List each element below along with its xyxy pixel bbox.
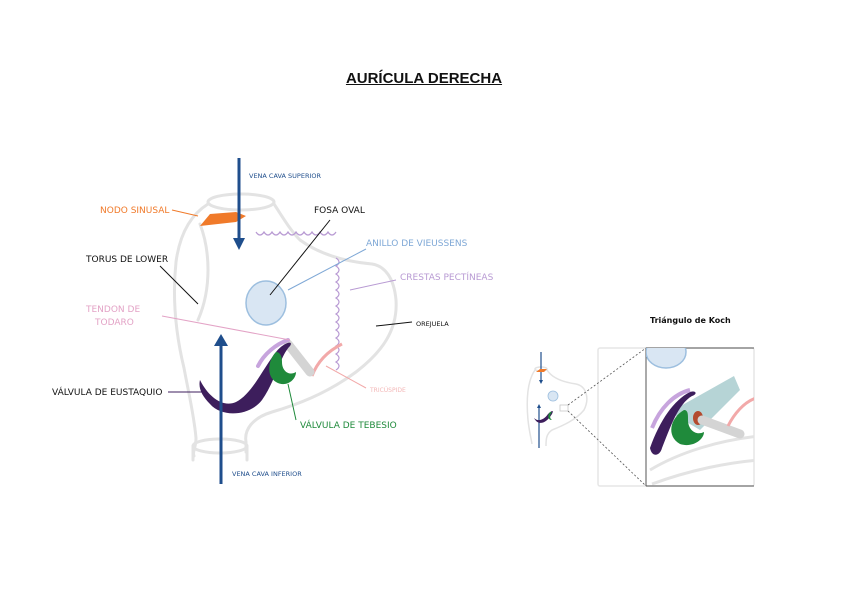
atrium-outline bbox=[172, 192, 398, 462]
leader-lines bbox=[159, 209, 413, 421]
label-tricuspide: TRICÚSPIDE bbox=[369, 387, 406, 394]
label-torus-lower: TORUS DE LOWER bbox=[85, 255, 168, 265]
vena-cava-inferior-arrow bbox=[214, 334, 228, 484]
label-anillo-vieussens: ANILLO DE VIEUSSENS bbox=[366, 239, 468, 249]
label-tendon-todaro-line2: TODARO bbox=[94, 318, 134, 328]
zoom-connectors bbox=[567, 347, 647, 487]
label-crestas-pectineas: CRESTAS PECTÍNEAS bbox=[400, 271, 494, 283]
tendon-todaro-shape bbox=[283, 339, 315, 377]
label-nodo-sinusal: NODO SINUSAL bbox=[100, 206, 169, 216]
label-vena-cava-inferior: VENA CAVA INFERIOR bbox=[232, 470, 302, 478]
page-title: AURÍCULA DERECHA bbox=[345, 70, 503, 87]
label-valvula-eustaquio: VÁLVULA DE EUSTAQUIO bbox=[52, 386, 162, 398]
valvula-tebesio-shape bbox=[269, 352, 296, 385]
crestas-pectineas-line bbox=[255, 230, 340, 371]
label-valvula-tebesio: VÁLVULA DE TEBESIO bbox=[300, 419, 397, 431]
label-fosa-oval: FOSA OVAL bbox=[314, 206, 365, 216]
label-triangulo-koch: Triángulo de Koch bbox=[650, 316, 731, 325]
vena-cava-superior-arrow bbox=[233, 158, 245, 250]
nodo-sinusal-shape bbox=[200, 212, 246, 226]
koch-zoom-box: Triángulo de Koch bbox=[645, 316, 754, 487]
label-orejuela: OREJUELA bbox=[416, 320, 449, 328]
label-vena-cava-superior: VENA CAVA SUPERIOR bbox=[249, 172, 322, 180]
label-tendon-todaro-line1: TENDON DE bbox=[85, 305, 140, 315]
fosa-oval-shape bbox=[245, 280, 287, 326]
